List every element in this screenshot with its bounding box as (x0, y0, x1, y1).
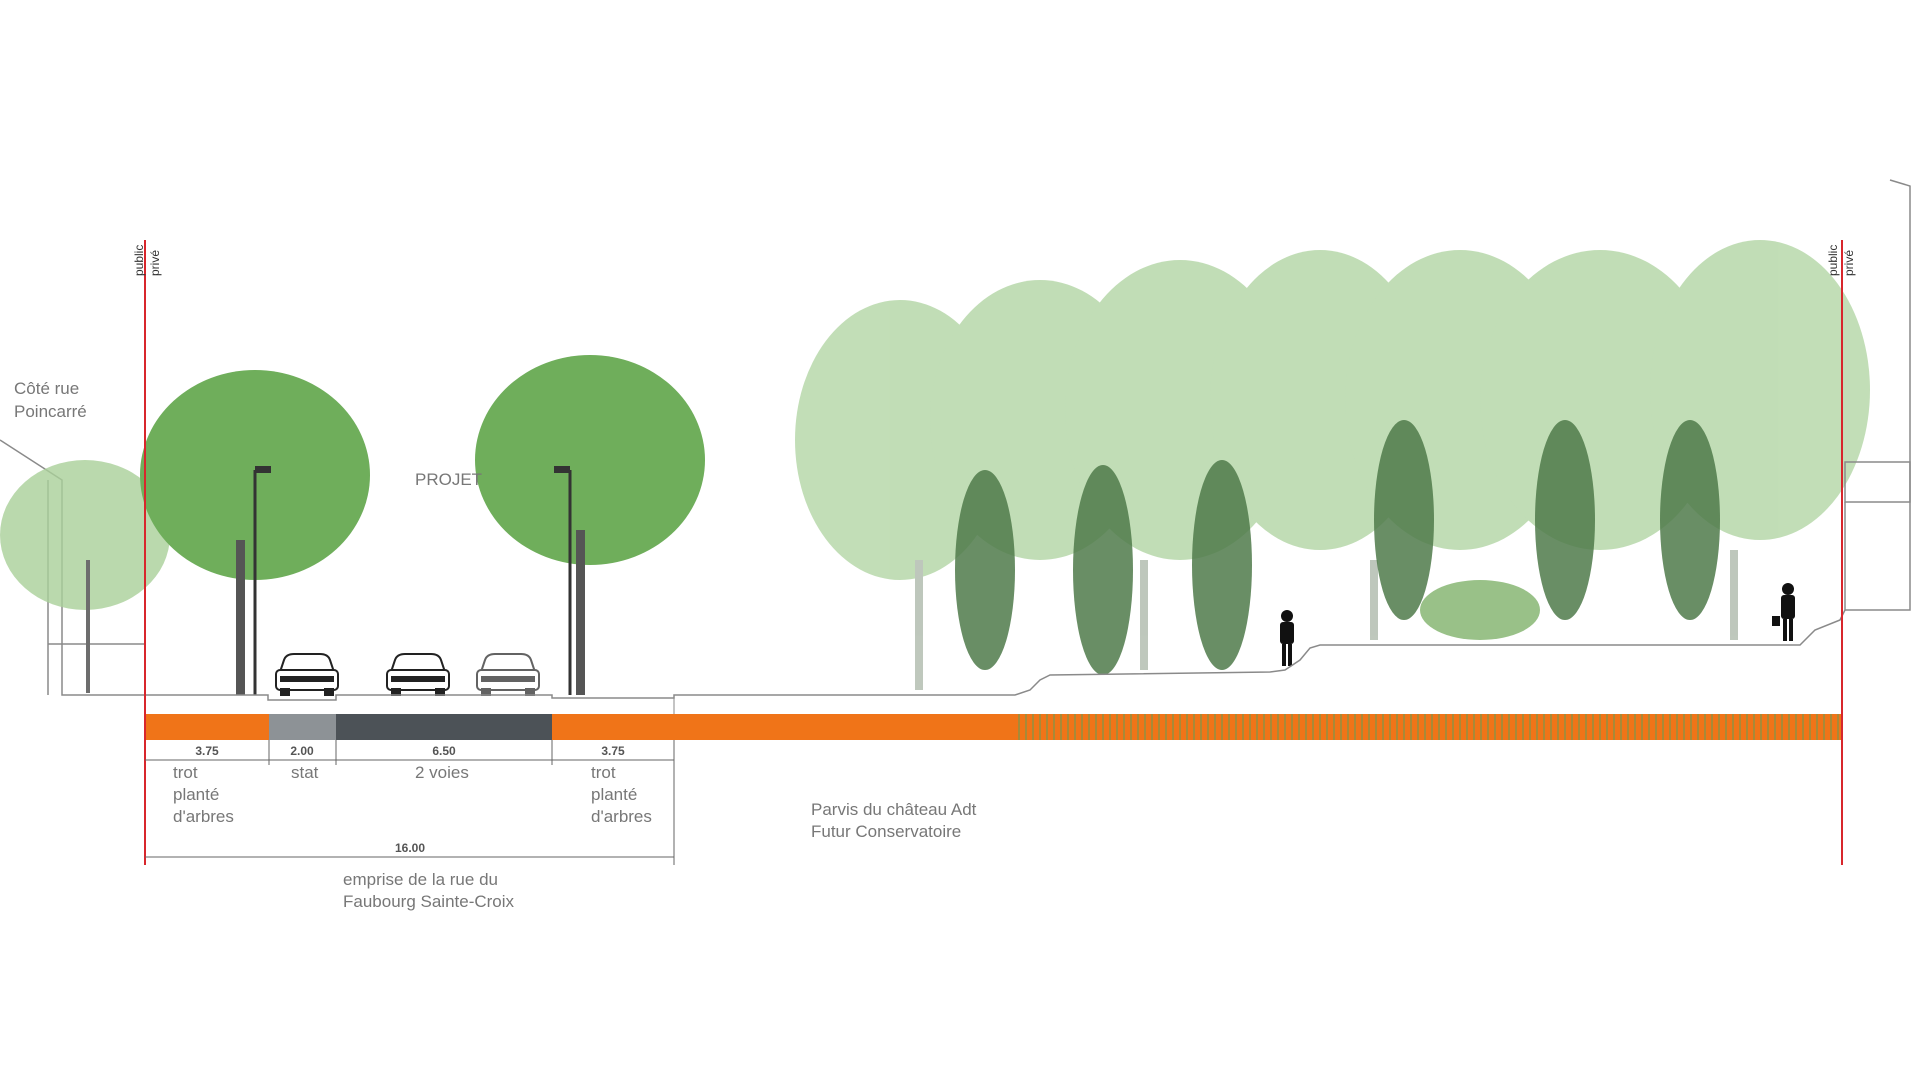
emprise-label-2: Faubourg Sainte-Croix (343, 892, 515, 911)
segment-desc-4a: trot (591, 763, 616, 782)
street-lamp-left (253, 466, 271, 695)
street-lamp-right (554, 466, 572, 695)
public-label-left: public (132, 244, 146, 276)
person-icon (1280, 610, 1294, 666)
segment-desc-1b: planté (173, 785, 220, 804)
band-parking (269, 714, 336, 740)
right-building (1844, 179, 1911, 611)
car-parked (275, 653, 339, 697)
parvis-label-1: Parvis du château Adt (811, 800, 977, 819)
emprise-label-1: emprise de la rue du (343, 870, 498, 889)
segment-desc-3: 2 voies (415, 763, 469, 782)
prive-label-left: privé (148, 249, 162, 276)
car-lane-2 (476, 653, 540, 697)
person-with-bag-icon (1772, 583, 1795, 641)
segment-desc-1a: trot (173, 763, 198, 782)
band-sidewalk-right (552, 714, 1017, 740)
band-parvis (1017, 714, 1842, 740)
segment-width-3: 6.50 (432, 744, 456, 758)
ground-profile (145, 609, 1846, 701)
car-lane-1 (386, 653, 450, 697)
segment-desc-1c: d'arbres (173, 807, 234, 826)
total-width: 16.00 (394, 841, 426, 855)
segment-desc-2: stat (291, 763, 319, 782)
cote-rue-label-2: Poincarré (14, 402, 87, 421)
cypress-trees (955, 420, 1720, 675)
prive-label-right: privé (1842, 249, 1856, 276)
cote-rue-label-1: Côté rue (14, 379, 80, 398)
parvis-label-2: Futur Conservatoire (811, 822, 962, 841)
dimension-lines (145, 740, 675, 865)
projet-label: PROJET (415, 470, 483, 489)
segment-desc-4c: d'arbres (591, 807, 652, 826)
band-sidewalk-left (145, 714, 269, 740)
street-tree-right (475, 355, 705, 695)
band-road (336, 714, 552, 740)
segment-desc-4b: planté (591, 785, 638, 804)
public-label-right: public (1826, 244, 1840, 276)
segment-width-1: 3.75 (195, 744, 219, 758)
segment-width-2: 2.00 (290, 744, 314, 758)
segment-width-4: 3.75 (601, 744, 625, 758)
left-tree (0, 460, 170, 610)
